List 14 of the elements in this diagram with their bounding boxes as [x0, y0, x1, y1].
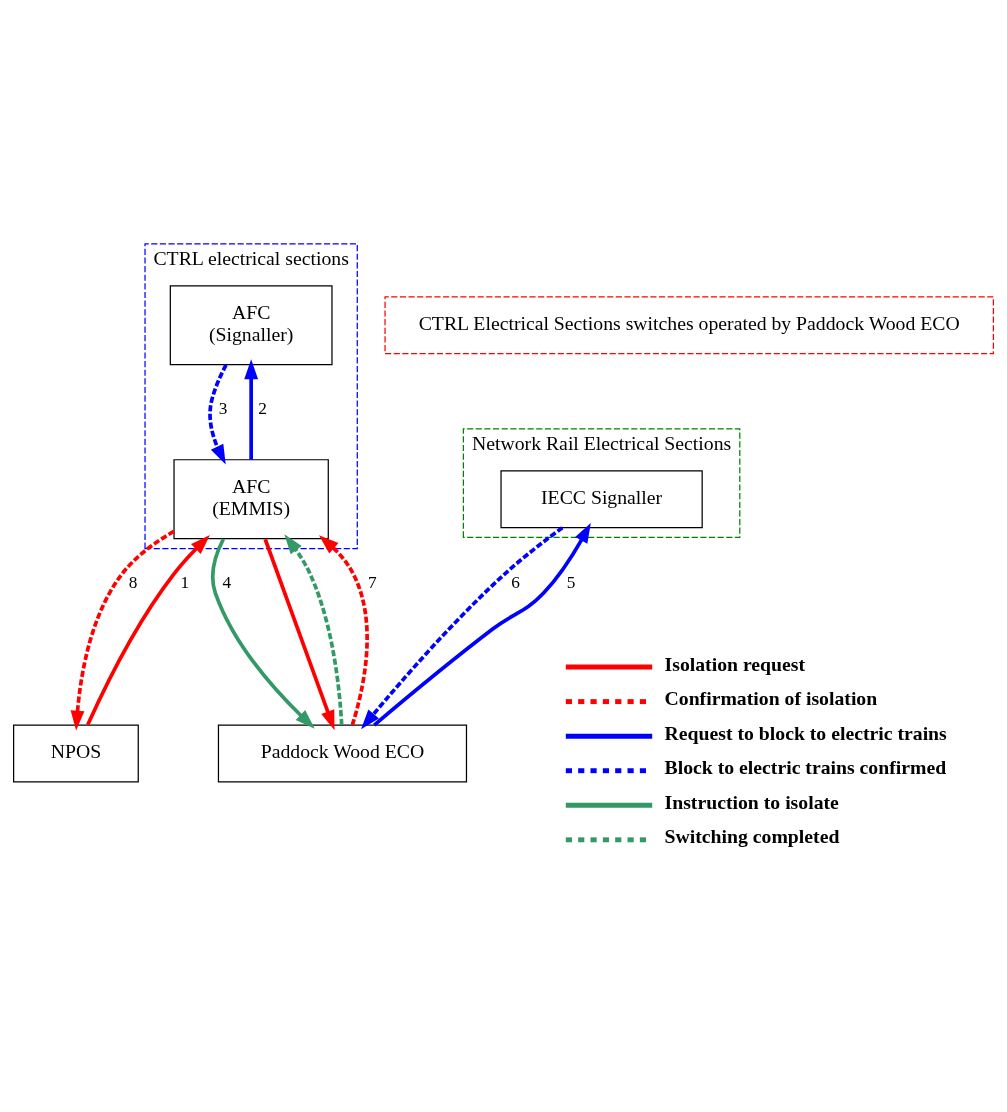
edge-label: 6 — [511, 573, 520, 593]
edge-label: 7 — [368, 573, 377, 593]
edge-label: 3 — [218, 399, 228, 419]
legend-label: Confirmation of isolation — [664, 687, 878, 710]
legend-label: Block to electric trains confirmed — [664, 756, 947, 779]
legend-label: Switching completed — [664, 825, 840, 848]
legend-label: Request to block to electric trains — [664, 721, 947, 744]
edge-label: 1 — [180, 573, 190, 593]
edge-label: 8 — [128, 573, 138, 593]
edge-label: 2 — [258, 399, 267, 419]
edge-label: 4 — [222, 573, 232, 593]
legend-label: Isolation request — [664, 652, 806, 675]
legend-label: Instruction to isolate — [664, 790, 839, 813]
edge-label: 5 — [566, 573, 576, 593]
